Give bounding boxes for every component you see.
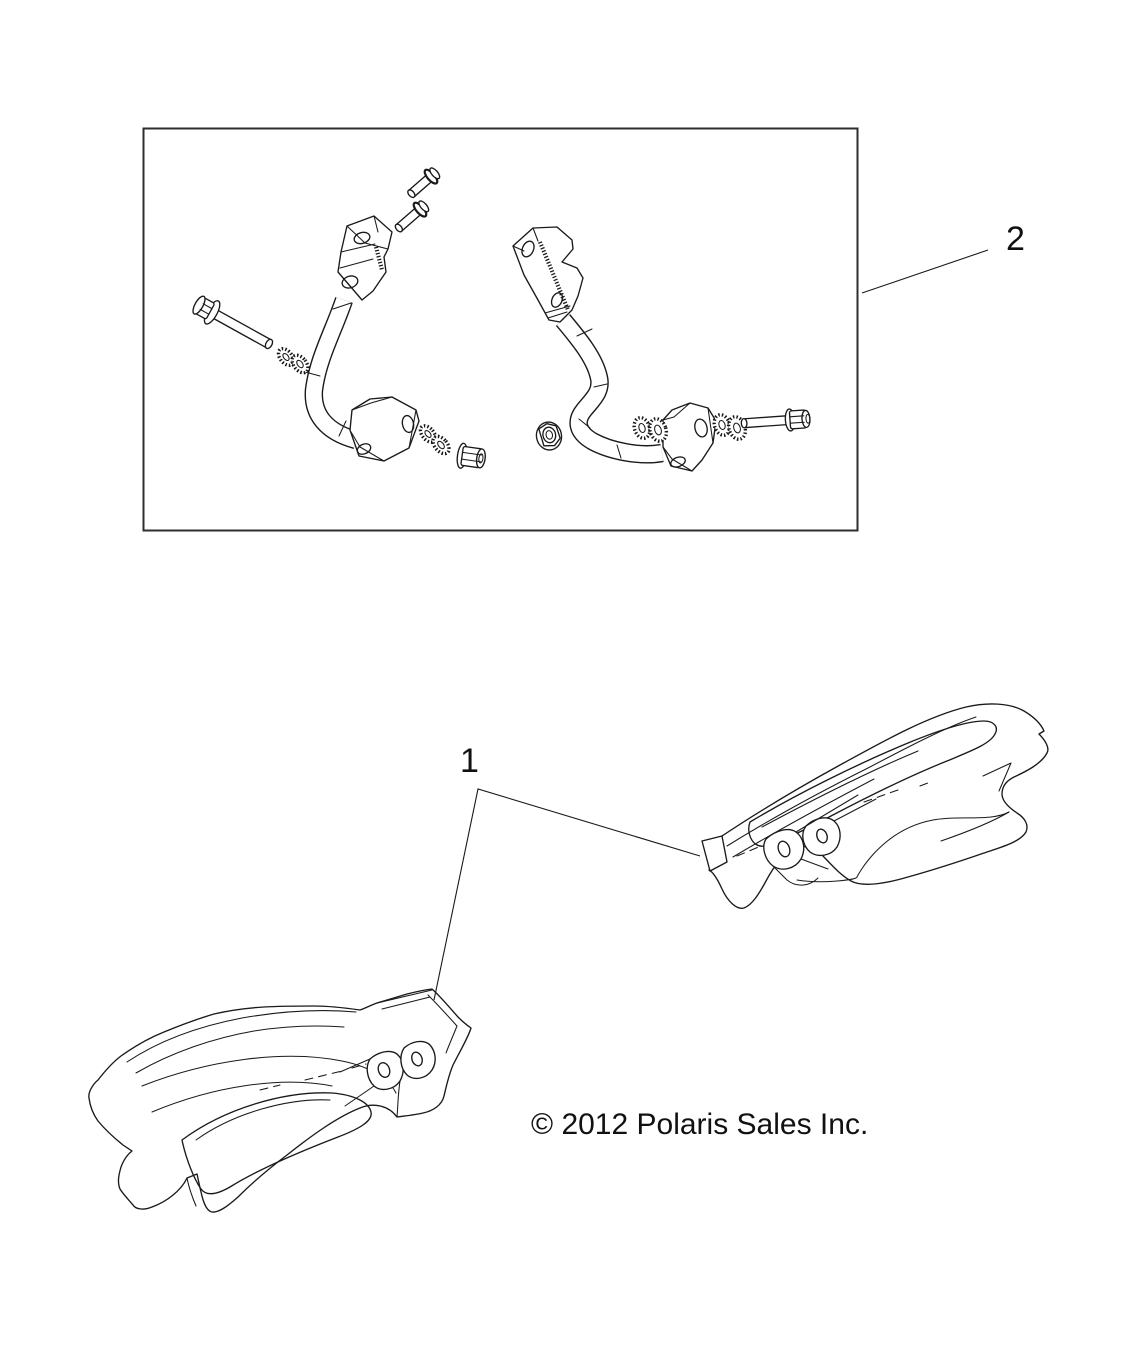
guard-outline [708,703,1049,909]
clamp-hatch [373,246,385,271]
guard-mount-bracket [763,794,877,886]
lock-washer [647,417,669,443]
guard-channel [181,1092,372,1195]
bracket-lug [366,1050,404,1091]
lock-washer [632,416,652,440]
clamp-hole-top [353,231,371,245]
guard-notch-edge [186,1177,197,1207]
guard-hidden-lines [259,1063,367,1091]
bracket-outline [512,226,584,323]
callout-1-leaders [433,788,701,1001]
bent-tube [304,297,359,449]
clamp-outline [337,215,393,301]
bracket-assembly-left [192,167,486,469]
guard-edge-contours [126,1010,357,1074]
bracket-lug [763,828,805,870]
tube-end-block [349,396,420,462]
flange-nut [535,421,563,451]
guard-mount-bracket [339,1040,436,1118]
tube-open-end [356,443,372,455]
guard-edge-contours [726,716,977,858]
flange-bolt [192,295,274,350]
hardware-kit-box [142,127,859,532]
guard-channel-line [761,750,919,828]
flange-bolt [740,408,811,432]
bracket-edges [512,227,571,319]
guard-end-cap [701,835,728,872]
end-block-outline [349,396,420,462]
end-block-hole [401,414,415,434]
guard-lower-contour [796,811,1010,883]
lug-hole [816,828,828,844]
bent-tube [555,314,664,464]
clamp-block [337,215,393,301]
guard-channel-line [195,1099,331,1141]
shoulder-pin-top [407,167,441,199]
clamp-hole-bottom [341,275,359,289]
callout-1-label: 1 [460,742,479,780]
lock-washer [290,353,310,375]
guard-outline [88,988,472,1213]
end-block-edges [662,402,714,472]
kit-box-frame [142,127,859,532]
callout-2: 2 [861,220,1025,294]
guard-channel [748,720,998,847]
copyright-text: © 2012 Polaris Sales Inc. [531,1108,868,1141]
end-block-hole [694,418,708,438]
tube-joint-lines [576,328,622,459]
bracket-arms [772,794,877,886]
lock-washer [276,346,296,368]
handguard-right [701,703,1049,909]
bracket-lug [400,1040,436,1080]
shoulder-pin-bottom [394,200,430,233]
lug-hole [411,1051,423,1067]
callout-1: 1 [433,742,701,1001]
guard-bracket-rim [376,989,458,1054]
bracket-lug [802,817,841,857]
tube-joint-lines [304,302,352,437]
end-block-outline [662,402,717,472]
tube-open-end [670,456,686,468]
bracket-hole-bottom [550,292,564,308]
bracket-arms [339,1058,401,1118]
bracket-assembly-right [512,226,811,472]
handguard-left [88,988,472,1213]
bracket-hole-top [521,240,535,258]
lug-hole [377,1062,391,1078]
callout-2-label: 2 [1006,220,1025,258]
callout-2-leader [861,249,989,294]
clamp-bracket [512,226,584,323]
tube-end-block [662,402,717,472]
guard-hidden-lines [736,780,934,857]
guard-right-details [940,762,1012,842]
flange-nut [456,442,486,469]
lug-hole [777,840,791,858]
